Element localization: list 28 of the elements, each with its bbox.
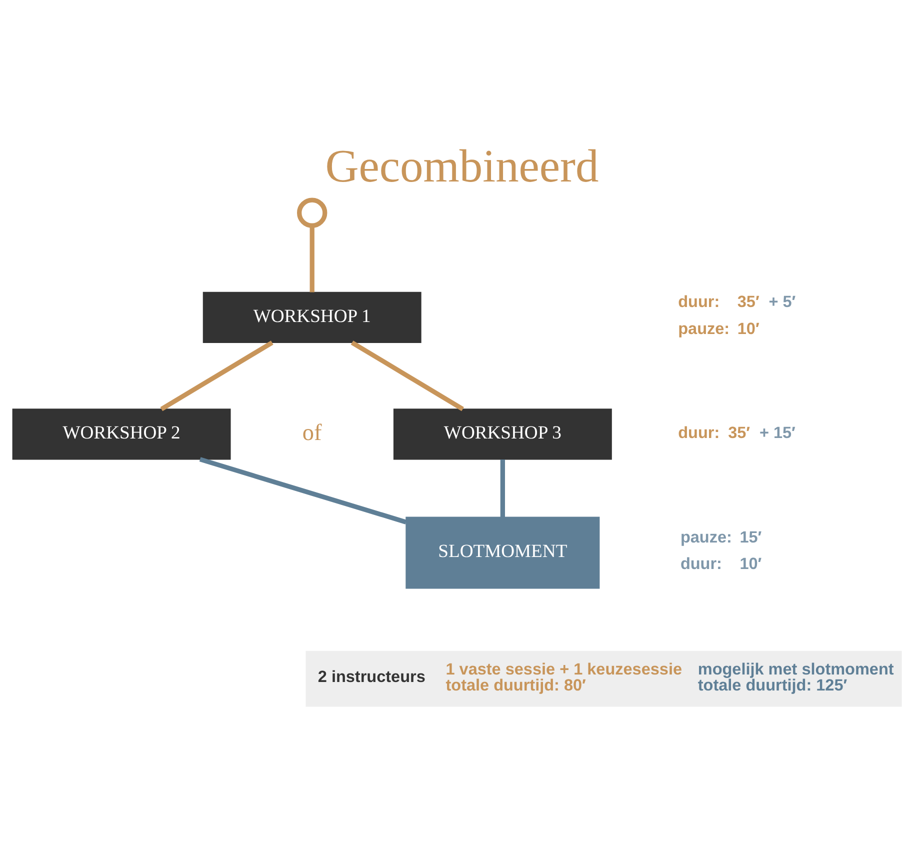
label: 10′ [740,554,762,573]
label: pauze: [680,528,732,546]
label: 35′ [728,423,750,442]
node-box: WORKSHOP 2 [12,408,231,460]
connector [350,340,464,411]
connector [310,225,314,292]
label: 15′ [740,528,762,546]
connector [160,340,274,411]
label: duur: [678,292,720,311]
node-box: SLOTMOMENT [406,516,600,588]
label: duur: [680,554,722,573]
label: 10′ [737,319,760,338]
label: 1 vaste sessie + 1 keuzesessie [446,660,682,678]
label: + 15′ [759,423,796,442]
node-box: WORKSHOP 1 [202,291,422,342]
label: pauze: [678,319,730,338]
node-circle [297,197,328,228]
diagram-title: Gecombineerd [325,140,599,192]
label: 2 instructeurs [318,667,426,686]
label: mogelijk met slotmoment [698,660,894,678]
connector [500,458,505,516]
connector [199,456,407,524]
label: + 5′ [768,292,796,311]
label: duur: [678,423,720,442]
label: of [302,420,322,446]
label: 35′ [737,292,760,311]
label: totale duurtijd: 80′ [446,676,586,694]
node-box: WORKSHOP 3 [393,408,612,460]
